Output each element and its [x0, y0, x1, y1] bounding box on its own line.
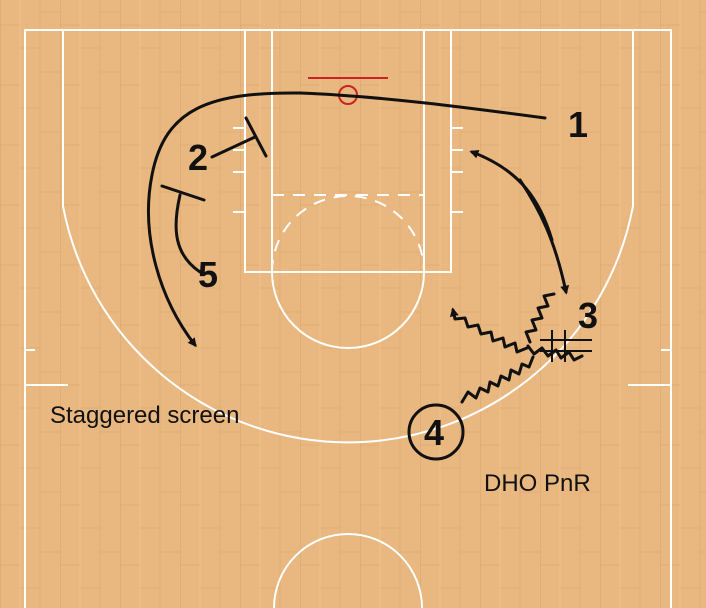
screen-bar-player-2 [244, 116, 268, 158]
dribble-path-player-4 [460, 355, 535, 404]
screen-player-2 [210, 135, 257, 159]
player-1: 1 [568, 104, 588, 145]
player-4: 4 [424, 412, 444, 453]
screen-path-player-5 [174, 193, 202, 274]
handoff-marker [540, 330, 592, 362]
dribble-path-to-rim [449, 307, 529, 354]
players: 1 2 3 4 5 [188, 104, 598, 461]
player-4-circle [407, 403, 465, 461]
annotation-staggered-screen: Staggered screen [50, 402, 239, 429]
cut-path-player-3-down [518, 178, 570, 295]
court-lines [24, 29, 672, 608]
cut-path-player-1 [147, 91, 547, 348]
player-5: 5 [198, 254, 218, 295]
player-2: 2 [188, 137, 208, 178]
screen-bar-player-5 [160, 184, 206, 202]
play-actions [147, 91, 592, 404]
player-3: 3 [578, 295, 598, 336]
annotation-dho-pnr: DHO PnR [484, 470, 591, 497]
dribble-path-up [524, 292, 556, 344]
